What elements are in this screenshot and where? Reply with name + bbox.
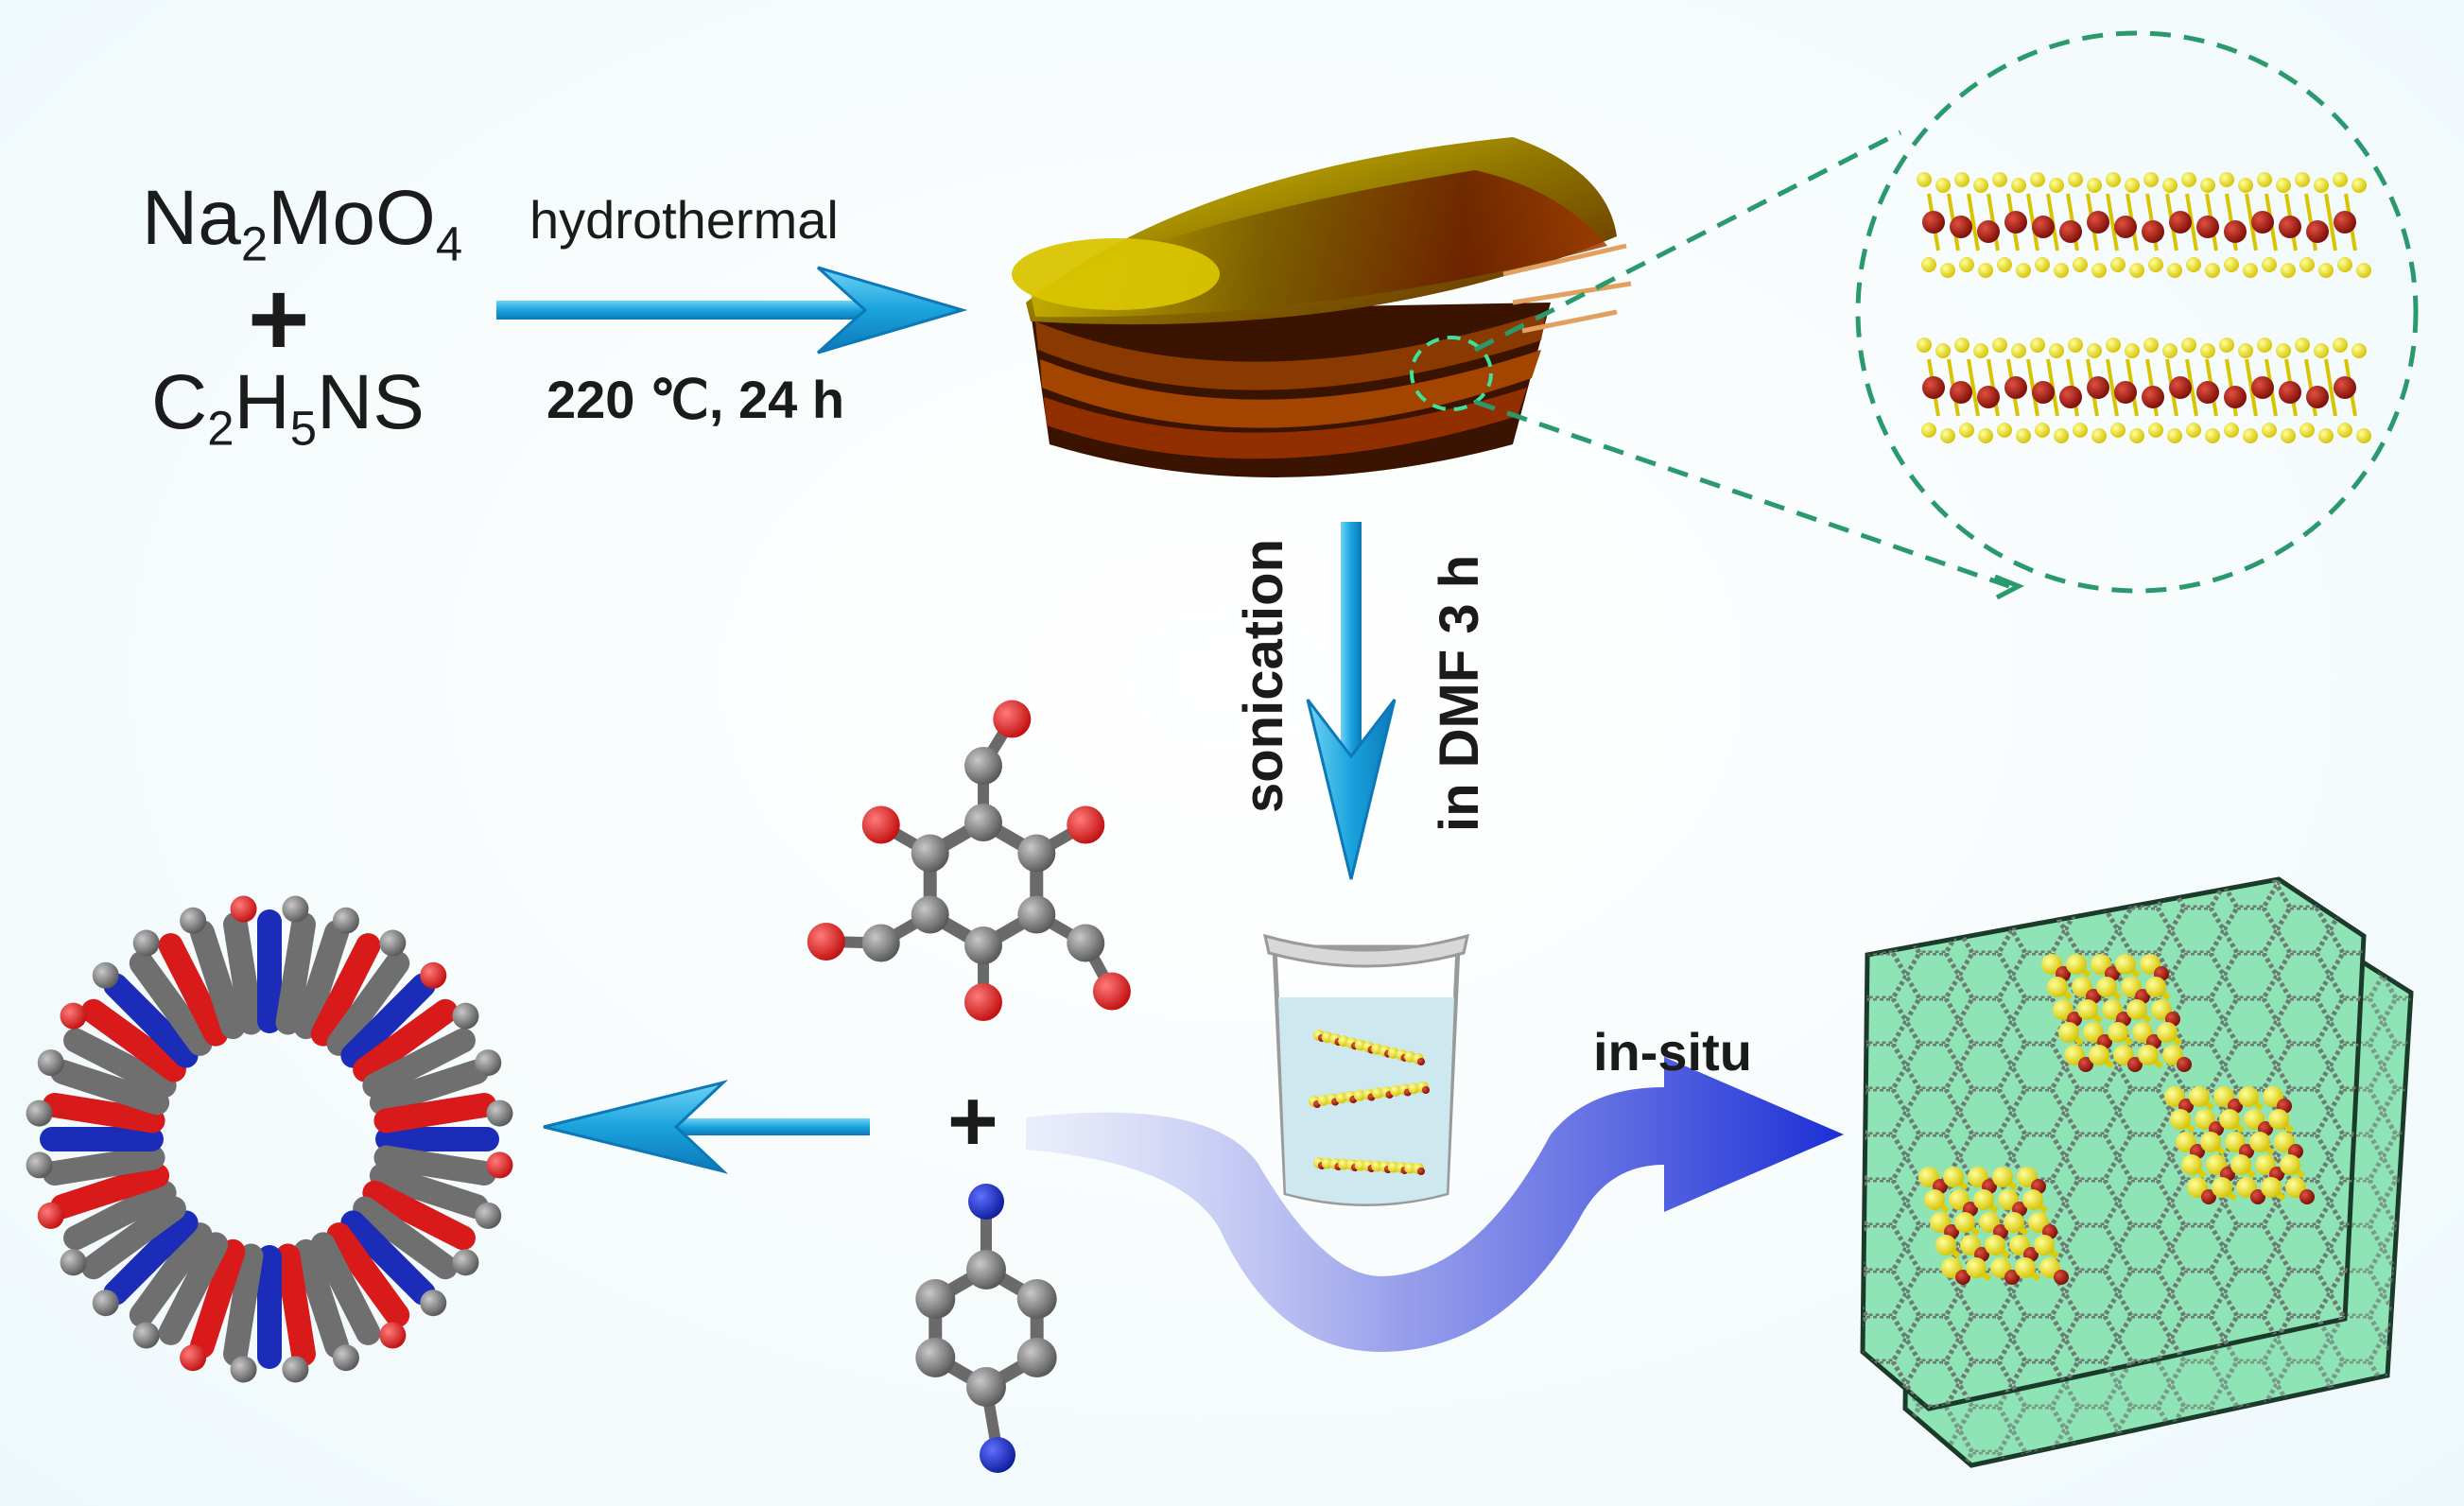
- exfoliated-nanosheets: [1309, 1030, 1430, 1175]
- sodium-molybdate-formula: Na2MoO4: [142, 175, 463, 271]
- zoom-callout: [1473, 30, 2419, 600]
- dmf-condition-label: in DMF 3 h: [1429, 554, 1490, 832]
- hydrothermal-arrow: [496, 266, 968, 355]
- sonication-label: sonication: [1233, 538, 1294, 813]
- mos2-cof-composite: [1860, 876, 2414, 1468]
- aldehyde-monomer: [807, 700, 1131, 1021]
- mos2-patches-on-cof: [1918, 954, 2315, 1285]
- diamine-monomer: [915, 1184, 1057, 1473]
- in-situ-label: in-situ: [1593, 1022, 1752, 1082]
- thioacetamide-formula: C2H5NS: [151, 359, 425, 456]
- hydrothermal-conditions-label: 220 ℃, 24 h: [547, 370, 845, 429]
- mos2-layer-structure: [1917, 172, 2371, 443]
- sonication-arrow: [1306, 522, 1397, 880]
- mos2-flakes: [1012, 137, 1632, 477]
- hydrothermal-label: hydrothermal: [529, 190, 839, 250]
- monomer-plus-sign: +: [947, 1073, 998, 1169]
- reagent-plus-sign: +: [248, 260, 310, 378]
- cof-pore-model: [26, 895, 513, 1383]
- in-situ-arrow: [1026, 1057, 1844, 1352]
- cof-formation-arrow: [543, 1080, 870, 1174]
- zoom-spot-marker: [1410, 336, 1493, 411]
- beaker: [1262, 933, 1470, 1206]
